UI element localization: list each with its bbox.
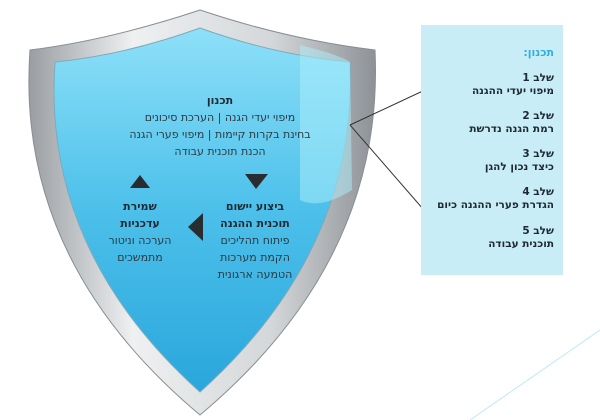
- execution-title: תוכנית ההגנה: [220, 217, 290, 230]
- step-text: כיצד נכון להגן: [484, 161, 554, 173]
- decorative-line: [469, 329, 600, 420]
- arrow-left-icon: [188, 213, 203, 241]
- planning-line: מיפוי יעדי הגנה | הערכת סיכונים: [144, 111, 296, 124]
- step-text: מיפוי יעדי ההגנה: [471, 85, 554, 97]
- execution-line: הקמת מערכות: [220, 251, 290, 264]
- maintenance-line: מתמשכים: [117, 251, 163, 264]
- planning-line: בחינת בקרות קיימות | מיפוי פערי הגנה: [129, 128, 311, 141]
- planning-line: הכנת תוכנית עבודה: [174, 145, 266, 158]
- step-label: שלב 3: [522, 148, 554, 160]
- step-label: שלב 5: [522, 225, 554, 237]
- step-text: הגדרת פערי ההגנה כיום: [437, 199, 554, 211]
- maintenance-title: שמירת: [123, 200, 157, 213]
- execution-title: ביצוע יישום: [225, 200, 285, 213]
- arrow-up-icon: [130, 175, 150, 188]
- step-text: רמת הגנה נדרשת: [469, 123, 554, 135]
- step-label: שלב 1: [522, 72, 554, 84]
- planning-title: תכנון: [206, 94, 234, 107]
- execution-block: ביצוע יישום תוכנית ההגנה פיתוח תהליכים ה…: [200, 198, 310, 283]
- execution-line: הטמעה ארגונית: [217, 268, 293, 281]
- step-label: שלב 4: [522, 186, 554, 198]
- maintenance-title: עדכניות: [120, 217, 160, 230]
- maintenance-block: שמירת עדכניות הערכה וניטור מתמשכים: [95, 198, 185, 266]
- planning-block: תכנון מיפוי יעדי הגנה | הערכת סיכונים בח…: [90, 92, 350, 160]
- step-text: תוכנית עבודה: [488, 238, 554, 250]
- step-label: שלב 2: [522, 110, 554, 122]
- execution-line: פיתוח תהליכים: [220, 234, 290, 247]
- panel-title: תכנון:: [523, 46, 554, 59]
- arrow-down-icon: [245, 174, 268, 189]
- maintenance-line: הערכה וניטור: [108, 234, 172, 247]
